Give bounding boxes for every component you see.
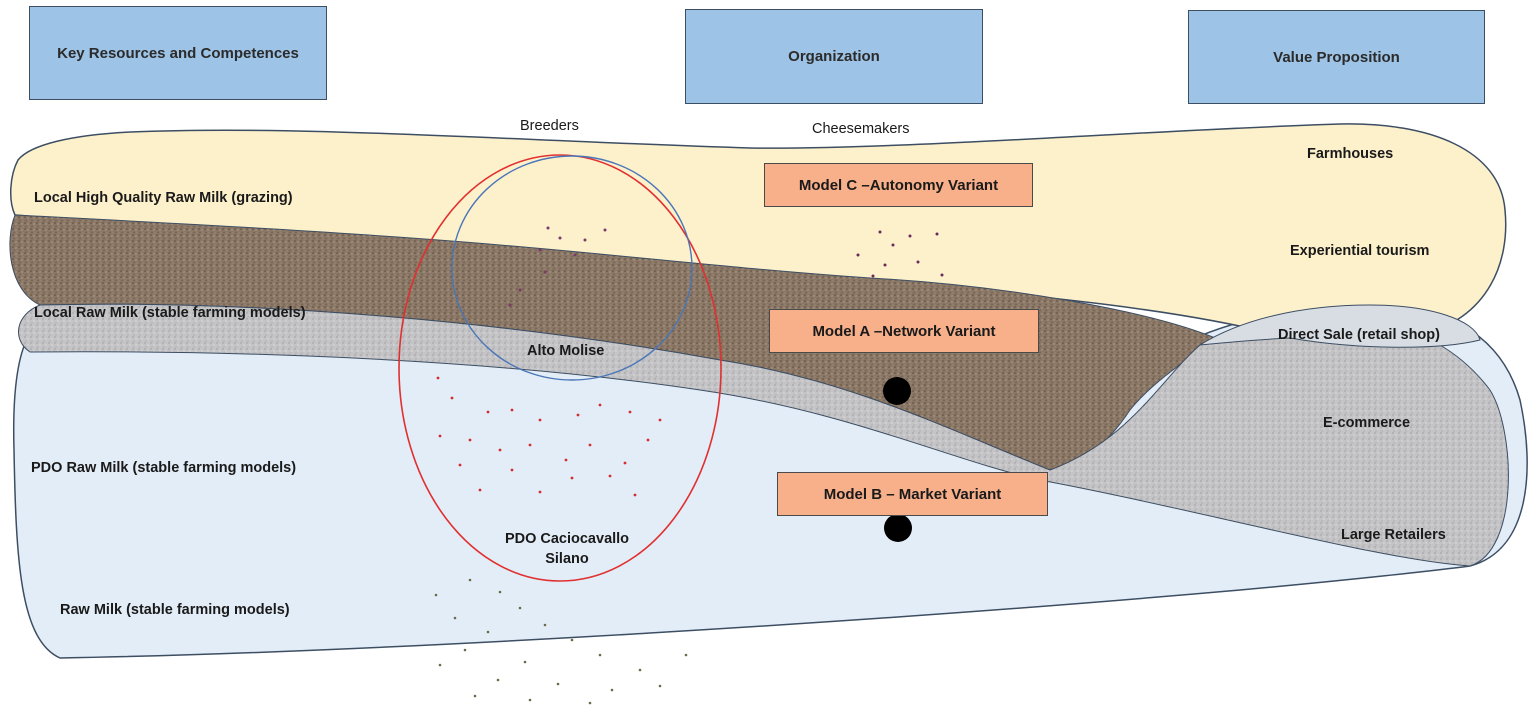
pdo-dots bbox=[436, 376, 662, 497]
breeders-label: Breeders bbox=[520, 118, 579, 134]
header-value-proposition: Value Proposition bbox=[1188, 10, 1485, 104]
value-farmhouses-label: Farmhouses bbox=[1307, 146, 1394, 162]
alto-molise-label: Alto Molise bbox=[527, 343, 605, 359]
pdo-label-line1: PDO Caciocavallo bbox=[504, 531, 630, 547]
resource-pdo-raw-label: PDO Raw Milk (stable farming models) bbox=[31, 460, 297, 476]
model-c-box: Model C –Autonomy Variant bbox=[764, 163, 1033, 207]
model-b-marker bbox=[884, 514, 912, 542]
model-a-marker bbox=[883, 377, 911, 405]
value-retailers-label: Large Retailers bbox=[1341, 527, 1446, 543]
cheesemakers-label: Cheesemakers bbox=[812, 121, 910, 137]
pdo-caciocavallo-ellipse bbox=[398, 154, 722, 582]
value-direct-sale-label: Direct Sale (retail shop) bbox=[1278, 327, 1440, 343]
header-organization: Organization bbox=[685, 9, 983, 104]
header-key-resources: Key Resources and Competences bbox=[29, 6, 327, 100]
raw-milk-dots bbox=[434, 578, 688, 705]
model-b-box: Model B – Market Variant bbox=[777, 472, 1048, 516]
cheesemaker-dots bbox=[856, 230, 944, 278]
value-tourism-label: Experiential tourism bbox=[1290, 243, 1430, 259]
resource-local-raw-label: Local Raw Milk (stable farming models) bbox=[34, 305, 306, 321]
breeder-dots bbox=[508, 226, 607, 307]
alto-molise-circle bbox=[451, 155, 693, 381]
resource-raw-label: Raw Milk (stable farming models) bbox=[60, 602, 290, 618]
resource-local-hq-label: Local High Quality Raw Milk (grazing) bbox=[34, 190, 293, 206]
direct-sale-lens bbox=[1199, 304, 1481, 348]
value-ecommerce-label: E-commerce bbox=[1323, 415, 1411, 431]
pdo-caciocavallo-label: PDO Caciocavallo Silano bbox=[496, 529, 638, 569]
model-a-box: Model A –Network Variant bbox=[769, 309, 1039, 353]
pdo-label-line2: Silano bbox=[545, 551, 589, 567]
